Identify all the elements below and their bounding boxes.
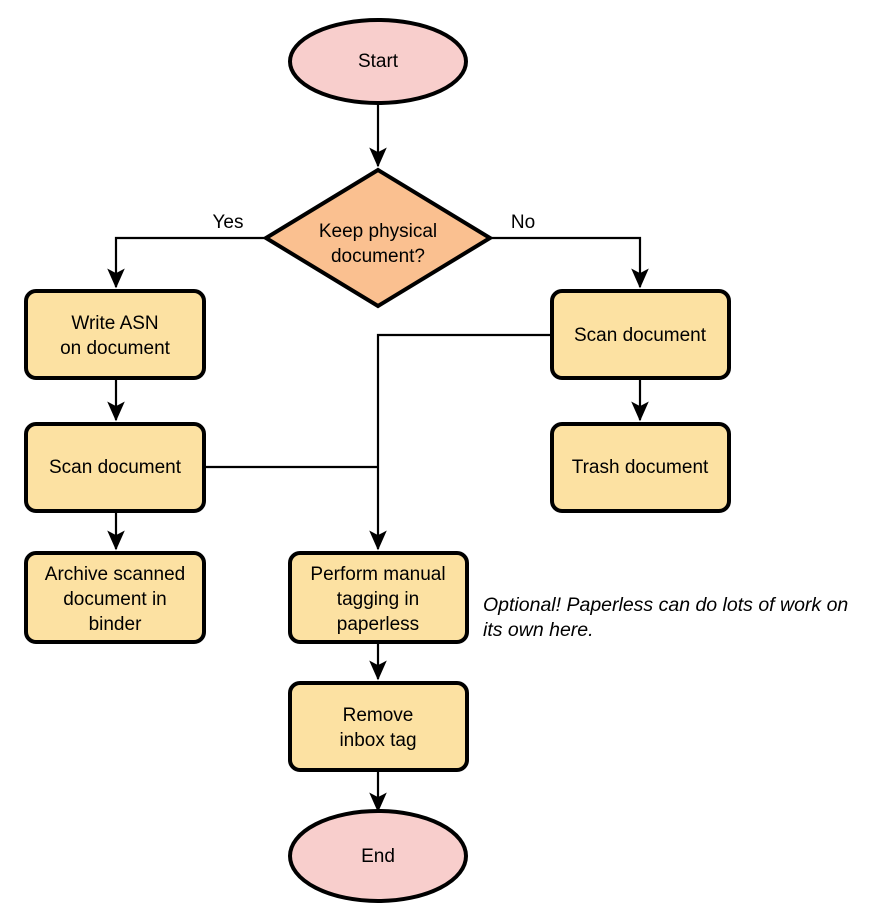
- decision-label-line1: Keep physical: [319, 221, 437, 242]
- write-asn-label-line1: Write ASN: [71, 313, 158, 334]
- tagging-label-line2: tagging in: [337, 589, 419, 610]
- tagging-box-shape: [288, 551, 469, 644]
- decision-label-line2: document?: [331, 246, 425, 267]
- archive-label-line1: Archive scanned: [45, 564, 185, 585]
- node-decision-keep-physical-document[interactable]: Keep physical document?: [262, 167, 494, 309]
- scan-right-box-shape: [550, 289, 731, 380]
- end-label: End: [361, 846, 395, 867]
- node-remove-inbox-tag[interactable]: Remove inbox tag: [288, 681, 469, 772]
- write-asn-label-line2: on document: [60, 338, 171, 359]
- write-asn-box-shape: [24, 289, 206, 380]
- scan-left-box-shape: [24, 422, 206, 513]
- node-archive-document[interactable]: Archive scanned document in binder: [24, 551, 206, 644]
- node-manual-tagging[interactable]: Perform manual tagging in paperless: [288, 551, 469, 644]
- node-scan-document-right[interactable]: Scan document: [550, 289, 731, 380]
- node-end[interactable]: End: [288, 809, 468, 903]
- archive-label-line2: document in: [63, 589, 167, 610]
- edge-scan-right-to-tagging: [369, 333, 552, 551]
- edge-decision-yes-to-write-asn: [107, 236, 266, 289]
- node-start[interactable]: Start: [288, 18, 468, 105]
- archive-box-shape: [24, 551, 206, 644]
- scan-left-label: Scan document: [49, 457, 182, 478]
- remove-tag-box-shape: [288, 681, 469, 772]
- scan-right-label: Scan document: [574, 325, 707, 346]
- annotation-optional-note: Optional! Paperless can do lots of work …: [483, 594, 848, 641]
- trash-label: Trash document: [572, 457, 709, 478]
- remove-tag-label-line2: inbox tag: [339, 730, 416, 751]
- decision-diamond-shape: [262, 167, 494, 309]
- edge-label-yes: Yes: [213, 212, 244, 233]
- trash-box-shape: [550, 422, 731, 513]
- remove-tag-label-line1: Remove: [343, 705, 414, 726]
- node-scan-document-left[interactable]: Scan document: [24, 422, 206, 513]
- edge-decision-no-to-scan-right: [490, 236, 649, 289]
- end-ellipse-shape: [288, 809, 468, 903]
- tagging-label-line1: Perform manual: [310, 564, 445, 585]
- annotation-line2: its own here.: [483, 619, 594, 641]
- start-label: Start: [358, 51, 399, 72]
- annotation-line1: Optional! Paperless can do lots of work …: [483, 594, 848, 616]
- start-ellipse-shape: [288, 18, 468, 105]
- tagging-label-line3: paperless: [337, 614, 419, 635]
- archive-label-line3: binder: [89, 614, 142, 635]
- edge-label-no: No: [511, 212, 535, 233]
- node-write-asn[interactable]: Write ASN on document: [24, 289, 206, 380]
- node-trash-document[interactable]: Trash document: [550, 422, 731, 513]
